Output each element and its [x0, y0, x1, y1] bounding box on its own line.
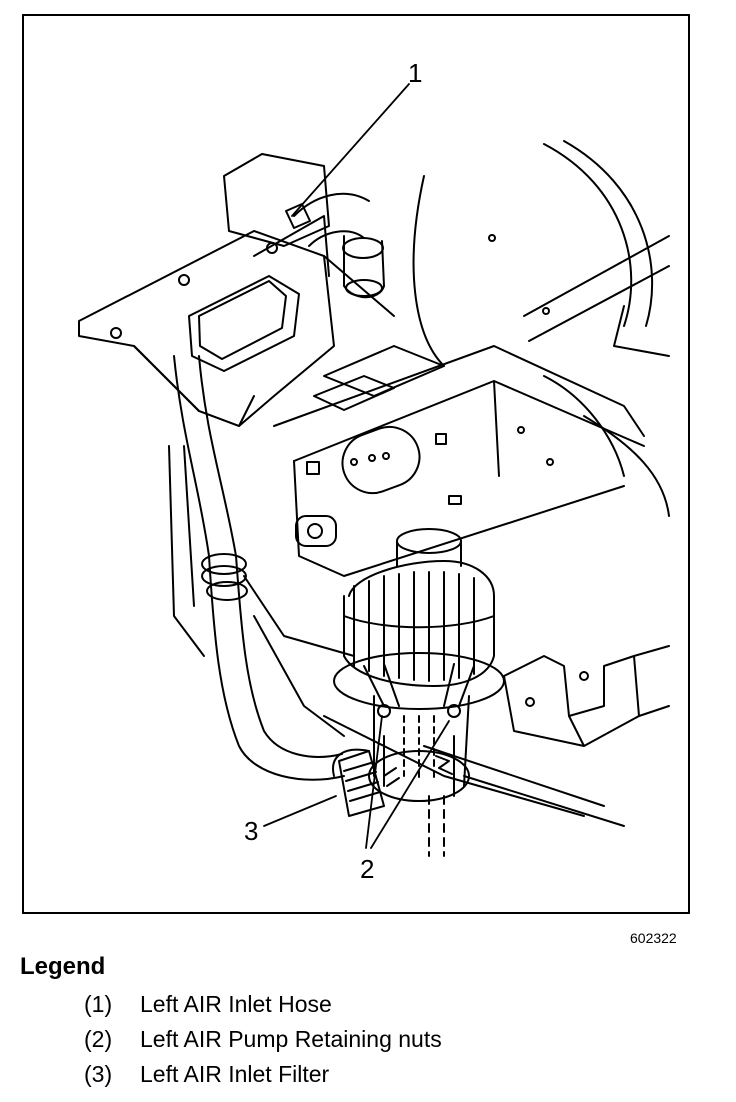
figure-id: 602322: [630, 930, 677, 946]
legend-title: Legend: [20, 953, 106, 980]
leader-1: [291, 83, 410, 217]
leader-lines: [263, 83, 450, 849]
air-pump: [333, 528, 505, 857]
callout-1: 1: [408, 58, 423, 88]
leader-2a: [365, 715, 383, 849]
diagram-frame: 1 2 3: [22, 14, 690, 914]
mounting-bracket: [78, 153, 395, 427]
legend-item: (2) Left AIR Pump Retaining nuts: [84, 1025, 442, 1060]
inlet-hose-top: [285, 192, 385, 299]
leader-2b: [370, 720, 450, 849]
callout-3: 3: [244, 816, 259, 846]
legend-item-text: Left AIR Pump Retaining nuts: [140, 1026, 442, 1052]
legend-item: (3) Left AIR Inlet Filter: [84, 1060, 442, 1095]
wheel-well: [412, 140, 670, 517]
legend-item-text: Left AIR Inlet Filter: [140, 1061, 330, 1087]
air-pump-illustration: [78, 83, 670, 857]
callout-2: 2: [360, 854, 375, 884]
legend-item-number: (1): [84, 991, 113, 1017]
legend-item-number: (2): [84, 1026, 113, 1052]
legend-list: (1) Left AIR Inlet Hose (2) Left AIR Pump …: [84, 990, 442, 1095]
frame-rail: [273, 345, 645, 577]
legend-item-text: Left AIR Inlet Hose: [140, 991, 332, 1017]
lower-frame: [168, 445, 625, 827]
upper-rails: [523, 235, 670, 357]
inlet-filter: [332, 748, 400, 817]
right-bracket: [503, 645, 670, 747]
legend-item: (1) Left AIR Inlet Hose: [84, 990, 442, 1025]
leader-3: [263, 795, 337, 827]
long-hose: [173, 355, 345, 781]
legend-item-number: (3): [84, 1061, 113, 1087]
